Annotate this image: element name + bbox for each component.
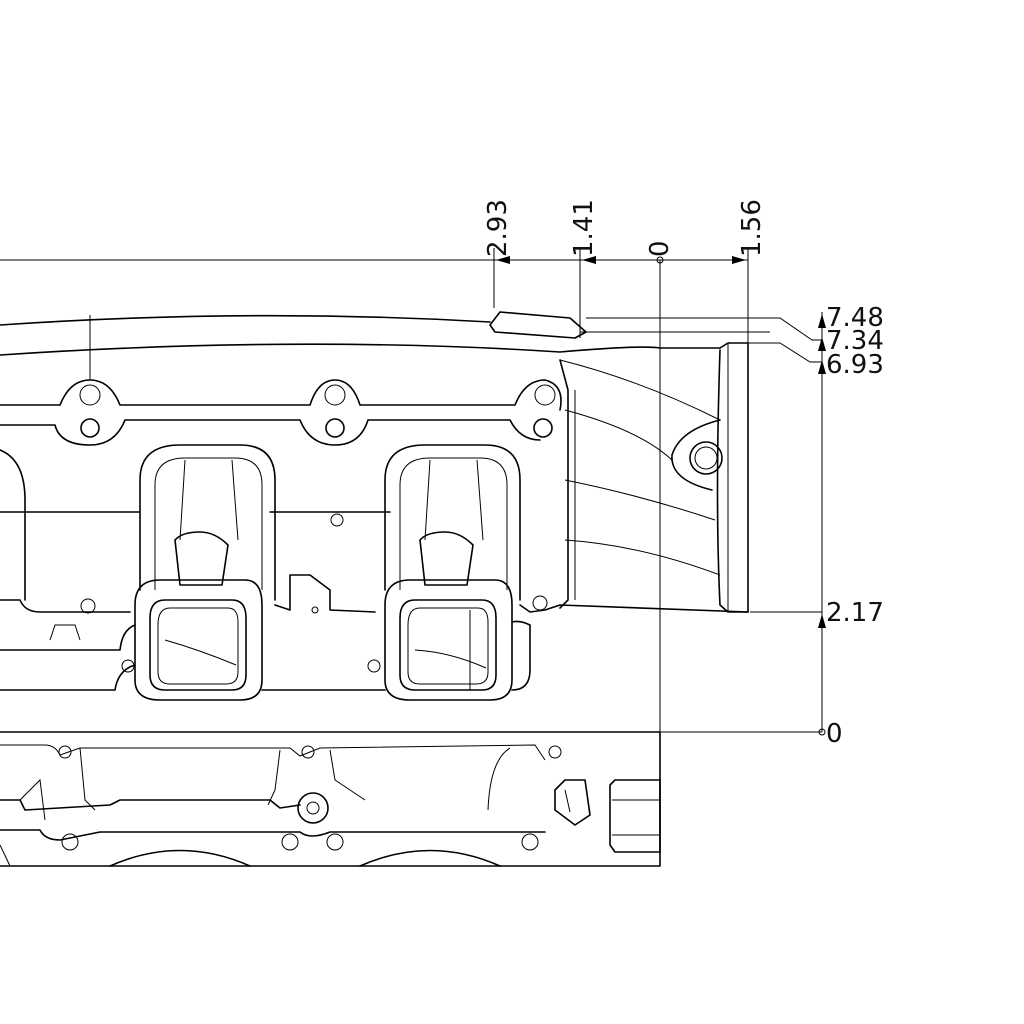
dim-label-7-34: 7.34: [826, 326, 884, 356]
dimension-lines: [0, 248, 826, 736]
dim-label-6-93: 6.93: [826, 350, 884, 380]
intake-runner: [384, 444, 521, 701]
dim-label-2-17: 2.17: [826, 598, 884, 628]
cylinder-head: [0, 731, 661, 867]
intake-manifold: [0, 311, 749, 701]
vertical-dimension-labels: 2.93 1.41 0 1.56: [483, 199, 767, 257]
dim-label-0-horizontal: 0: [645, 240, 675, 257]
dim-label-7-48: 7.48: [826, 303, 884, 333]
dim-label-1-56: 1.56: [737, 199, 767, 257]
dim-label-1-41: 1.41: [569, 199, 599, 257]
intake-runner: [134, 444, 276, 701]
dim-label-0-vertical: 0: [826, 719, 843, 749]
horizontal-dimension-labels: 7.48 7.34 6.93 2.17 0: [826, 303, 884, 749]
dim-label-2-93: 2.93: [483, 199, 513, 257]
